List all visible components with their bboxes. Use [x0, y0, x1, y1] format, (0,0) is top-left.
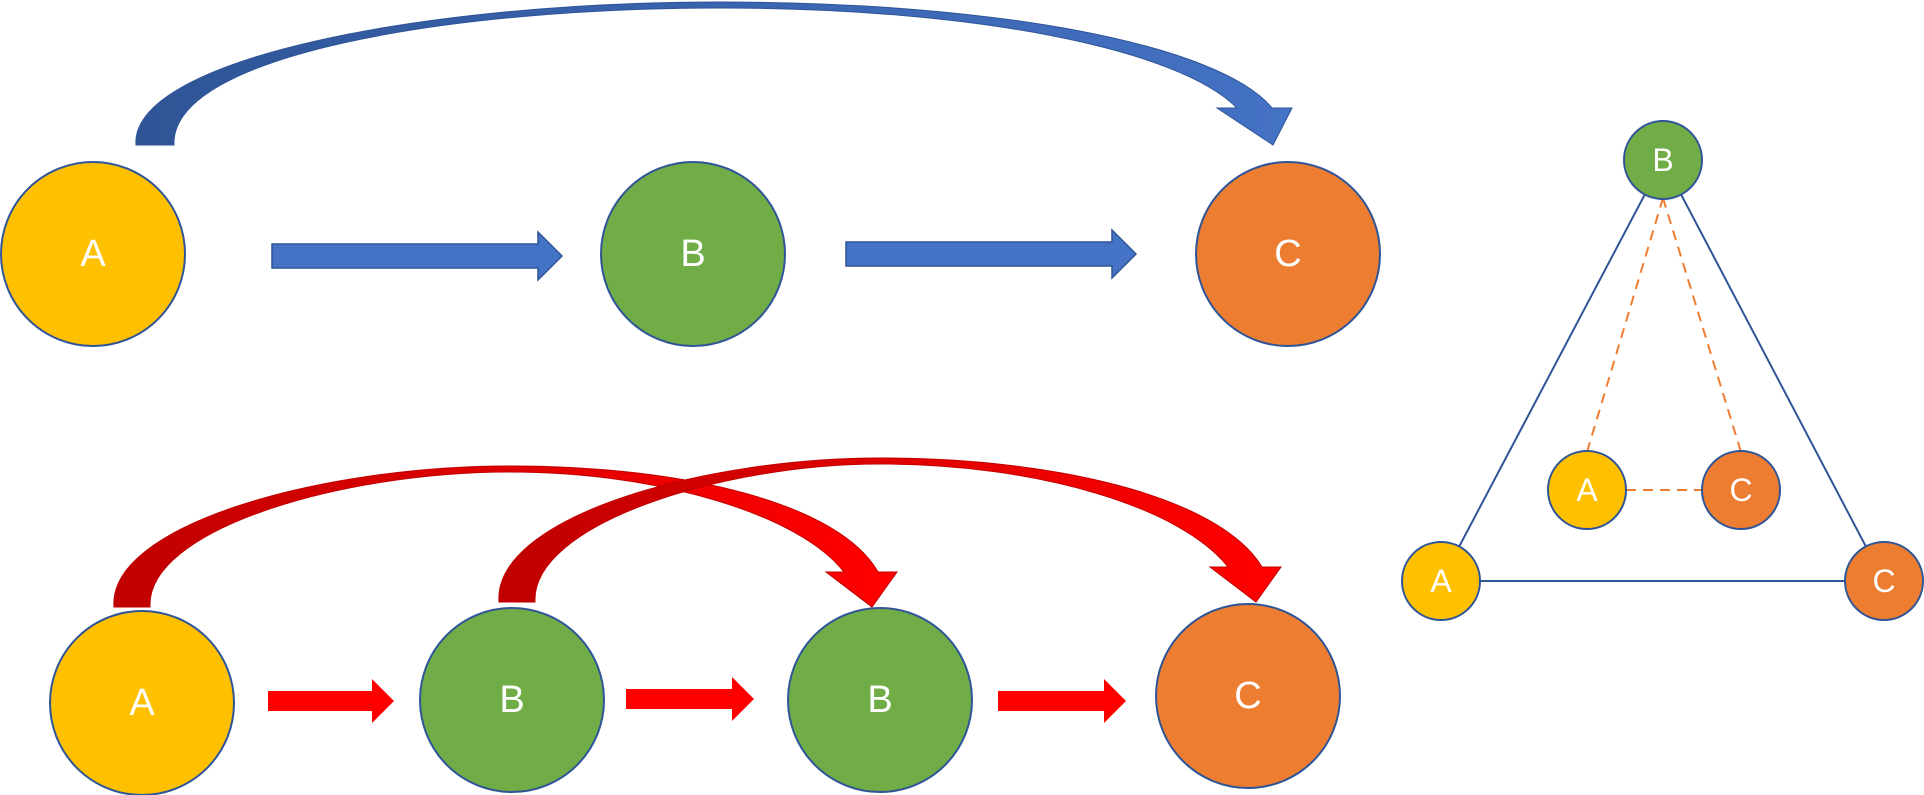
top-node-c: C: [1195, 161, 1381, 347]
curved-arrow-a-to-b2: [113, 465, 898, 608]
inner-node-c: C: [1701, 450, 1781, 530]
bottom-node-c: C: [1155, 603, 1341, 789]
edge-b-c: [1662, 159, 1885, 582]
inner-node-a: A: [1547, 450, 1627, 530]
bottom-node-b2: B: [787, 607, 973, 793]
straight-arrow-b-to-b: [626, 677, 754, 721]
node-label: B: [499, 679, 524, 721]
dashed-edge-b-a: [1586, 197, 1664, 453]
bottom-node-b1: B: [419, 607, 605, 793]
straight-arrow-a-to-b: [271, 230, 564, 282]
node-label: C: [1729, 472, 1752, 508]
triangle-diagram: B A C A C: [1401, 120, 1924, 621]
dashed-edge-b-c: [1662, 197, 1742, 453]
node-label: B: [680, 233, 705, 275]
node-label: B: [867, 679, 892, 721]
straight-arrow-b-to-c: [998, 679, 1126, 723]
top-node-a: A: [0, 161, 186, 347]
node-label: B: [1652, 142, 1673, 178]
curved-arrow-b-to-c: [498, 457, 1282, 603]
straight-arrow-a-to-b: [268, 679, 394, 723]
node-label: C: [1872, 563, 1895, 599]
node-label: A: [1576, 472, 1598, 508]
node-label: C: [1274, 233, 1301, 275]
curved-arrow-a-to-c: [135, 1, 1293, 146]
node-label: A: [1430, 563, 1452, 599]
straight-arrow-b-to-c: [845, 228, 1138, 280]
bottom-node-a: A: [49, 610, 235, 795]
triangle-node-a: A: [1401, 541, 1481, 621]
node-label: A: [80, 233, 106, 275]
triangle-node-c: C: [1844, 541, 1924, 621]
node-label: C: [1234, 675, 1261, 717]
triangle-node-b: B: [1623, 120, 1703, 200]
node-label: A: [129, 682, 155, 724]
top-node-b: B: [600, 161, 786, 347]
edge-b-a: [1440, 159, 1664, 582]
